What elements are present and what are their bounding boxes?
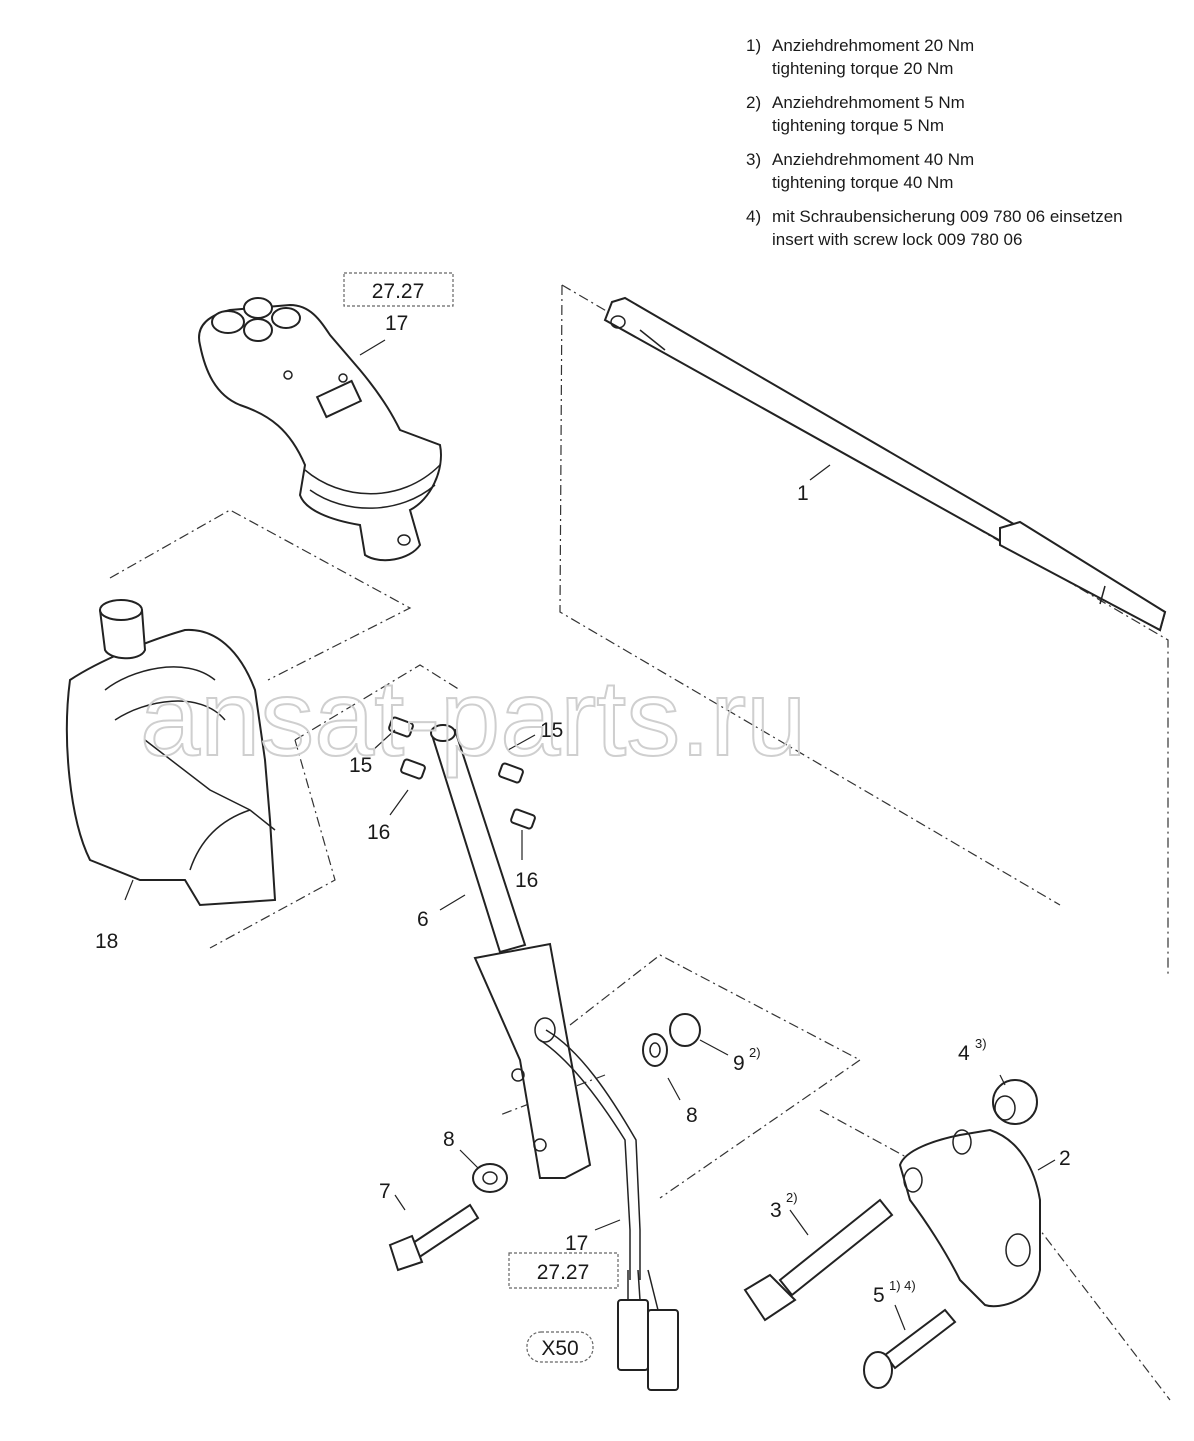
label-6: 6 (417, 908, 429, 931)
connector-label: X50 (526, 1331, 594, 1363)
note-number: 4) (746, 207, 762, 226)
joystick-grip-part-17 (198, 297, 442, 562)
label-3: 3 (770, 1199, 782, 1222)
bolt-part-7 (388, 1203, 480, 1272)
label-9: 9 (733, 1052, 745, 1075)
note-german: Anziehdrehmoment 40 Nm (772, 150, 975, 169)
note-english: tightening torque 5 Nm (772, 116, 944, 135)
lever-tube-part-6 (430, 724, 641, 1280)
note-1: 1) Anziehdrehmoment 20 Nm tightening torq… (746, 34, 1186, 80)
washers-nut-8-9 (472, 1013, 701, 1193)
part-labels: 1 2 3 2) 4 3) 5 1) 4) 6 7 8 8 9 2) 15 15… (95, 312, 1071, 1307)
reference-box-bottom: 27.27 (508, 1252, 619, 1289)
label-7: 7 (379, 1180, 391, 1203)
reference-top: 27.27 (372, 280, 425, 303)
label-5: 5 (873, 1284, 885, 1307)
shaft-part-1 (603, 296, 1167, 632)
note-number: 2) (746, 93, 762, 112)
screws-15-16 (388, 716, 536, 830)
note-english: insert with screw lock 009 780 06 (772, 230, 1023, 249)
label-9-note: 2) (749, 1045, 761, 1060)
reference-box-top: 27.27 (343, 272, 454, 307)
reference-bottom: 27.27 (537, 1261, 590, 1284)
label-17b: 17 (565, 1232, 588, 1255)
note-number: 3) (746, 150, 762, 169)
note-german: Anziehdrehmoment 5 Nm (772, 93, 965, 112)
label-15a: 15 (349, 754, 372, 777)
label-8b: 8 (686, 1104, 698, 1127)
bolt-part-5 (863, 1308, 957, 1389)
note-4: 4) mit Schraubensicherung 009 780 06 eins… (746, 205, 1186, 251)
connector-x50 (617, 1269, 679, 1391)
clamp-part-2 (898, 1079, 1041, 1308)
note-2: 2) Anziehdrehmoment 5 Nm tightening torqu… (746, 91, 1186, 137)
connector-x50-label: X50 (541, 1337, 578, 1360)
label-4: 4 (958, 1042, 970, 1065)
label-16b: 16 (515, 869, 538, 892)
watermark: ansat-parts.ru (140, 657, 806, 778)
label-15b: 15 (540, 719, 563, 742)
note-english: tightening torque 20 Nm (772, 59, 954, 78)
label-2: 2 (1059, 1147, 1071, 1170)
note-english: tightening torque 40 Nm (772, 173, 954, 192)
note-german: mit Schraubensicherung 009 780 06 einset… (772, 207, 1123, 226)
cover-part-18 (65, 599, 277, 907)
label-18: 18 (95, 930, 118, 953)
bolt-part-3 (743, 1198, 894, 1322)
leader-lines (124, 339, 1056, 1331)
label-1: 1 (797, 482, 809, 505)
label-4-note: 3) (975, 1036, 987, 1051)
label-5-note: 1) 4) (889, 1278, 916, 1293)
label-17a: 17 (385, 312, 408, 335)
label-3-note: 2) (786, 1190, 798, 1205)
label-16a: 16 (367, 821, 390, 844)
note-number: 1) (746, 36, 762, 55)
note-3: 3) Anziehdrehmoment 40 Nm tightening torq… (746, 148, 1186, 194)
note-german: Anziehdrehmoment 20 Nm (772, 36, 975, 55)
torque-notes: 1) Anziehdrehmoment 20 Nm tightening torq… (746, 34, 1186, 262)
label-8a: 8 (443, 1128, 455, 1151)
